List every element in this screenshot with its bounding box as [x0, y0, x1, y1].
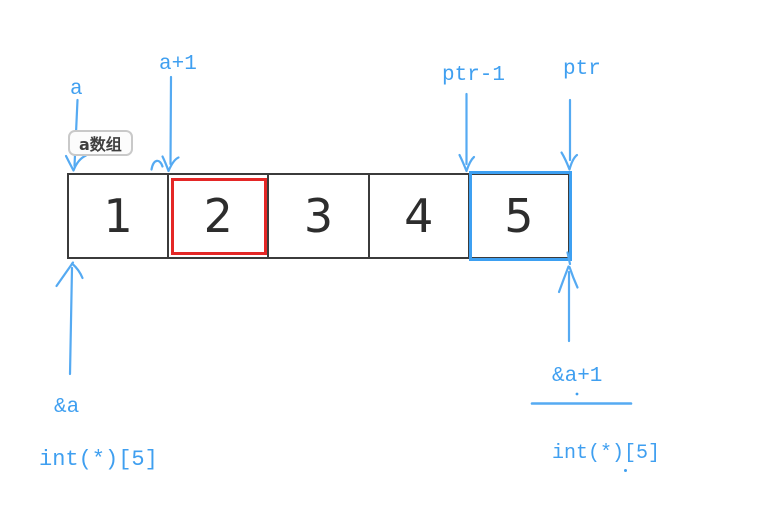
cell-value: 4: [404, 189, 434, 243]
label-ptr-minus-1: ptr-1: [442, 64, 506, 87]
cell-value: 1: [103, 189, 133, 243]
label-a: a: [70, 78, 83, 101]
array-cell-2: 2: [169, 175, 270, 257]
label-amp-a-plus-1: &a+1: [552, 365, 603, 388]
ptr-minus-1-down-arrow: [458, 92, 476, 173]
array-name-badge: a数组: [68, 130, 133, 156]
array-cell-5: 5: [470, 175, 571, 257]
label-a-plus-1: a+1: [159, 53, 197, 76]
label-amp-a: &a: [54, 396, 80, 419]
amp-a-plus-1-up-arrow: [557, 251, 579, 343]
array-name-badge-label: a数组: [79, 135, 122, 154]
array-cell-1: 1: [69, 175, 170, 257]
ink-dot: [624, 469, 627, 472]
amp-a-up-arrow: [55, 261, 84, 376]
cell-value: 5: [504, 189, 534, 243]
label-type-int-ptr-5-left: int(*)[5]: [39, 447, 158, 472]
array-cell-4: 4: [370, 175, 470, 257]
array-box: 1 2 3 4 5: [67, 171, 572, 261]
ink-dot: [575, 392, 579, 396]
label-ptr: ptr: [563, 58, 601, 81]
a-plus-1-down-arrow: [150, 75, 180, 173]
array-cell-3: 3: [269, 175, 370, 257]
ink-squiggle: [150, 159, 164, 171]
cell-value: 2: [203, 189, 233, 243]
cell-value: 3: [303, 189, 334, 243]
ptr-down-arrow: [560, 98, 579, 171]
label-type-int-ptr-5-right: int(*)[5]: [552, 442, 661, 465]
